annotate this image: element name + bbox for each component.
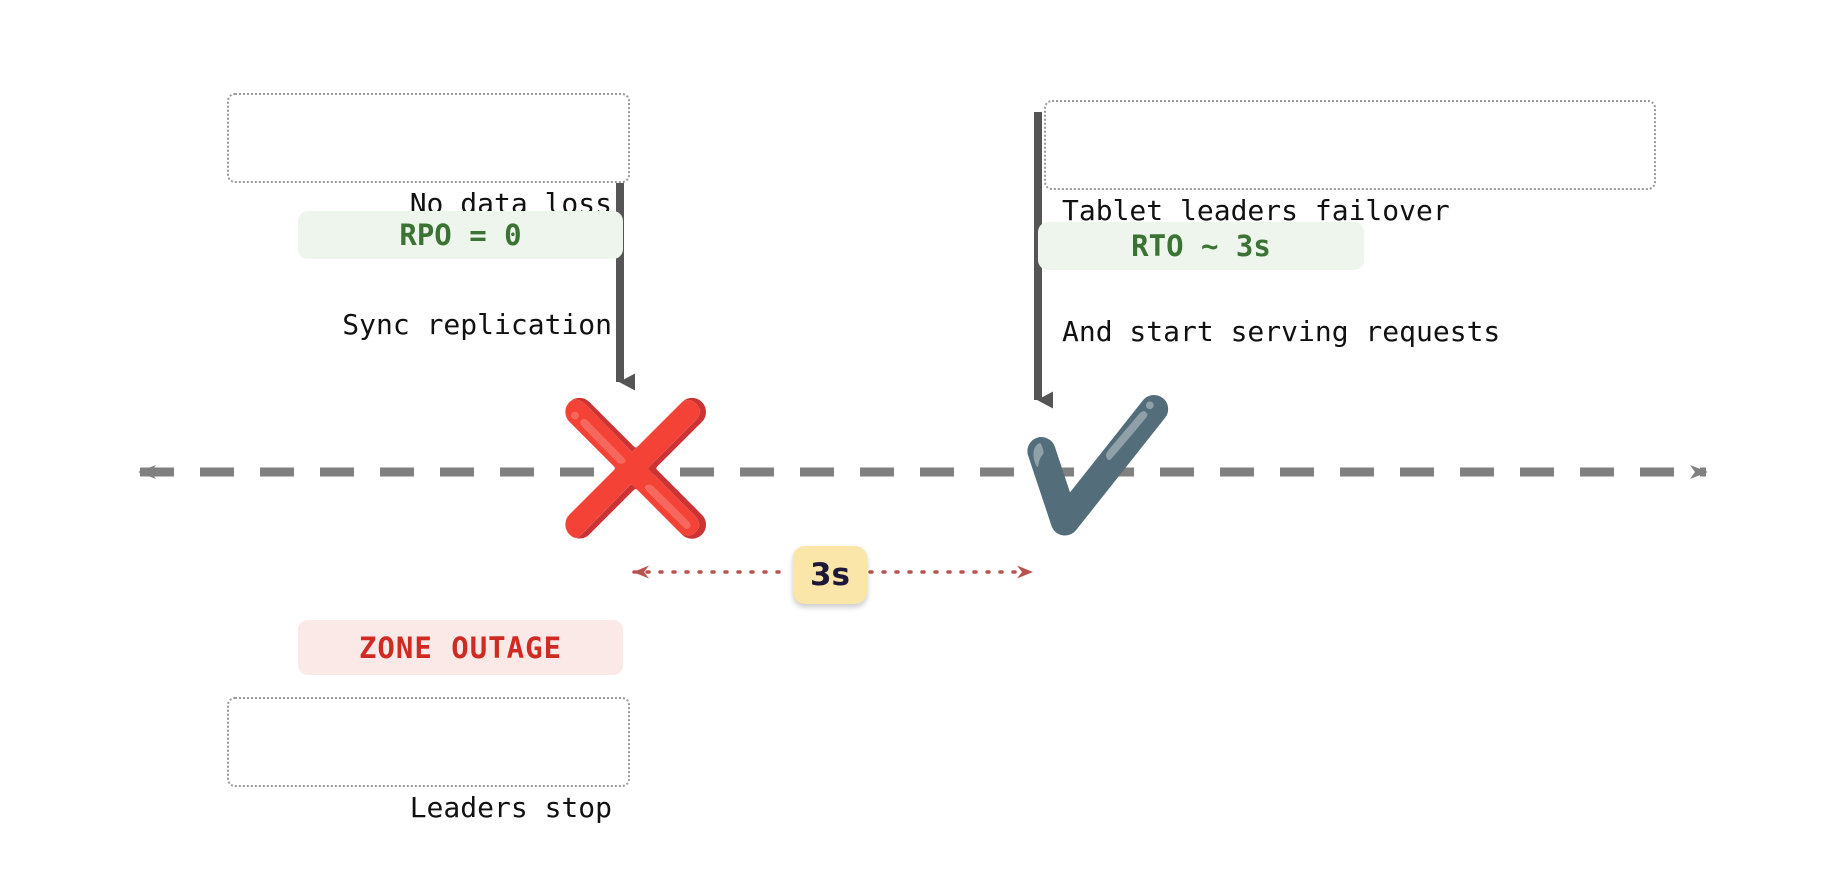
metric-pill-rto: RTO ~ 3s (1038, 222, 1364, 270)
metric-pill-rpo: RPO = 0 (298, 211, 623, 259)
status-badge-label: ZONE OUTAGE (358, 630, 563, 665)
note-outage-effect-line1: Leaders stop (409, 790, 612, 824)
metric-rto-value: RTO ~ 3s (1131, 229, 1271, 263)
note-outage-effect: Leaders stop serving requests (227, 697, 630, 824)
status-badge-zone-outage: ZONE OUTAGE (298, 620, 623, 675)
note-outage-cause: No data loss Sync replication (227, 93, 630, 341)
note-outage-cause-line2: Sync replication (342, 307, 612, 341)
check-mark-icon: ✔️ (1018, 391, 1178, 540)
note-recovery-action-line2: And start serving requests (1062, 314, 1501, 348)
duration-badge-label: 3s (809, 557, 851, 593)
note-recovery-action: Tablet leaders failover And start servin… (1044, 100, 1656, 348)
cross-mark-icon: ❌ (556, 394, 716, 543)
note-recovery-action-line1: Tablet leaders failover (1062, 193, 1450, 227)
duration-badge-3s: 3s (793, 546, 867, 604)
metric-rpo-value: RPO = 0 (399, 218, 522, 252)
